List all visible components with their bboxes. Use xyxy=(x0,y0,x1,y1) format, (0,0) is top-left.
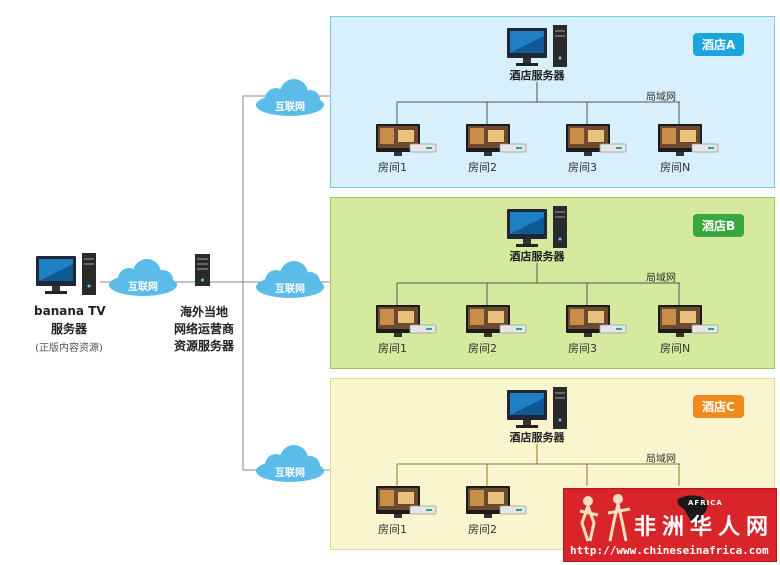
cloud-label: 互联网 xyxy=(275,102,305,113)
source-server-type: 服务器 xyxy=(50,322,87,336)
hotel-badge-2: 酒店C xyxy=(693,395,744,418)
room-label-1-2: 房间3 xyxy=(568,342,597,355)
room-label-1-0: 房间1 xyxy=(378,342,407,355)
room-tv-icon-0-0 xyxy=(376,124,437,156)
room-tv-icon-0-1 xyxy=(466,124,527,156)
room-label-1-1: 房间2 xyxy=(468,342,497,355)
room-tv-icon-2-0 xyxy=(376,486,437,518)
room-label-0-1: 房间2 xyxy=(468,161,497,174)
room-label-2-1: 房间2 xyxy=(468,523,497,536)
hotel-server-label-0: 酒店服务器 xyxy=(509,69,565,82)
hotel-badge-1: 酒店B xyxy=(693,214,745,237)
room-tv-icon-0-3 xyxy=(658,124,719,156)
hotel-lan-label-0: 局域网 xyxy=(646,92,676,103)
hotel-server-icon-1 xyxy=(507,206,567,248)
watermark-africa-text: AFRICA xyxy=(688,499,723,507)
room-label-0-2: 房间3 xyxy=(568,161,597,174)
operator-line2: 网络运营商 xyxy=(173,322,234,336)
watermark: AFRICA 非洲华人网 http://www.chineseinafrica.… xyxy=(563,488,777,562)
operator-line3: 资源服务器 xyxy=(173,339,234,353)
room-tv-icon-1-1 xyxy=(466,305,527,337)
cloud-label: 互联网 xyxy=(275,468,305,479)
source-server-name: banana TV xyxy=(34,304,106,318)
room-tv-icon-1-3 xyxy=(658,305,719,337)
room-tv-icon-1-0 xyxy=(376,305,437,337)
hotel-server-label-2: 酒店服务器 xyxy=(509,431,565,444)
operator-server-icon xyxy=(195,254,210,286)
africa-map-icon xyxy=(677,495,708,525)
hotel-server-icon-2 xyxy=(507,387,567,429)
watermark-url: http://www.chineseinafrica.com xyxy=(570,544,769,557)
source-server-note: (正版内容资源) xyxy=(35,343,103,354)
watermark-title: 非洲华人网 xyxy=(634,514,775,540)
dancers-logo-icon xyxy=(579,494,631,542)
room-tv-icon-2-1 xyxy=(466,486,527,518)
hotel-lan-label-1: 局域网 xyxy=(646,273,676,284)
room-tv-icon-0-2 xyxy=(566,124,627,156)
cloud-label: 互联网 xyxy=(275,284,305,295)
hotel-badge-0: 酒店A xyxy=(693,33,745,56)
operator-line1: 海外当地 xyxy=(179,305,228,319)
source-server-icon xyxy=(36,253,96,295)
room-label-1-3: 房间N xyxy=(660,342,691,355)
cloud-source-icon xyxy=(109,259,177,296)
hotel-server-label-1: 酒店服务器 xyxy=(509,250,565,263)
cloud-hotel-c-icon xyxy=(256,445,324,482)
room-label-0-0: 房间1 xyxy=(378,161,407,174)
hotel-server-icon-0 xyxy=(507,25,567,67)
room-label-0-3: 房间N xyxy=(660,161,691,174)
cloud-hotel-b-icon xyxy=(256,261,324,298)
cloud-hotel-a-icon xyxy=(256,79,324,116)
room-label-2-0: 房间1 xyxy=(378,523,407,536)
cloud-label: 互联网 xyxy=(128,282,158,293)
room-tv-icon-1-2 xyxy=(566,305,627,337)
hotel-lan-label-2: 局域网 xyxy=(646,454,676,465)
